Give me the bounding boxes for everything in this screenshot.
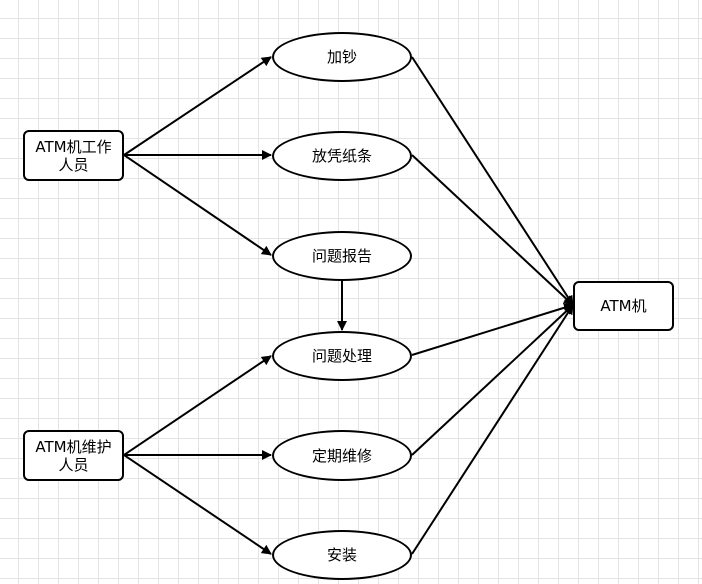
actor-atm-machine[interactable]: ATM机: [573, 281, 674, 331]
use-case-problem-report-label: 问题报告: [311, 247, 372, 265]
edge-install-to-atm: [411, 304, 574, 555]
use-case-problem-handling-label: 问题处理: [311, 347, 372, 365]
use-case-regular-maintenance-label: 定期维修: [311, 446, 372, 465]
edge-staff-to-add-cash: [123, 56, 272, 156]
edge-maintainer-to-install: [123, 454, 272, 555]
use-case-problem-report[interactable]: 问题报告: [272, 231, 412, 281]
actor-atm-staff-label: ATM机工作 人员: [35, 137, 112, 174]
use-case-install[interactable]: 安装: [272, 530, 412, 580]
actor-atm-machine-label: ATM机: [600, 297, 647, 315]
edge-maintainer-to-handling: [123, 355, 272, 456]
use-case-place-receipt-paper[interactable]: 放凭纸条: [272, 131, 412, 181]
edge-maintenance-to-atm: [411, 304, 574, 456]
use-case-add-cash[interactable]: 加钞: [272, 32, 412, 82]
actor-atm-maintainer-label: ATM机维护 人员: [35, 437, 112, 474]
edge-staff-to-problem-report: [123, 154, 272, 256]
use-case-place-receipt-paper-label: 放凭纸条: [311, 147, 372, 165]
use-case-add-cash-label: 加钞: [326, 48, 357, 66]
use-case-problem-handling[interactable]: 问题处理: [272, 331, 412, 381]
use-case-install-label: 安装: [326, 546, 357, 564]
actor-atm-maintainer[interactable]: ATM机维护 人员: [23, 430, 124, 481]
use-case-regular-maintenance[interactable]: 定期维修: [272, 430, 412, 481]
edge-receipt-paper-to-atm: [411, 154, 574, 306]
edge-add-cash-to-atm: [411, 56, 574, 306]
actor-atm-staff[interactable]: ATM机工作 人员: [23, 130, 124, 181]
edge-handling-to-atm: [411, 302, 574, 356]
